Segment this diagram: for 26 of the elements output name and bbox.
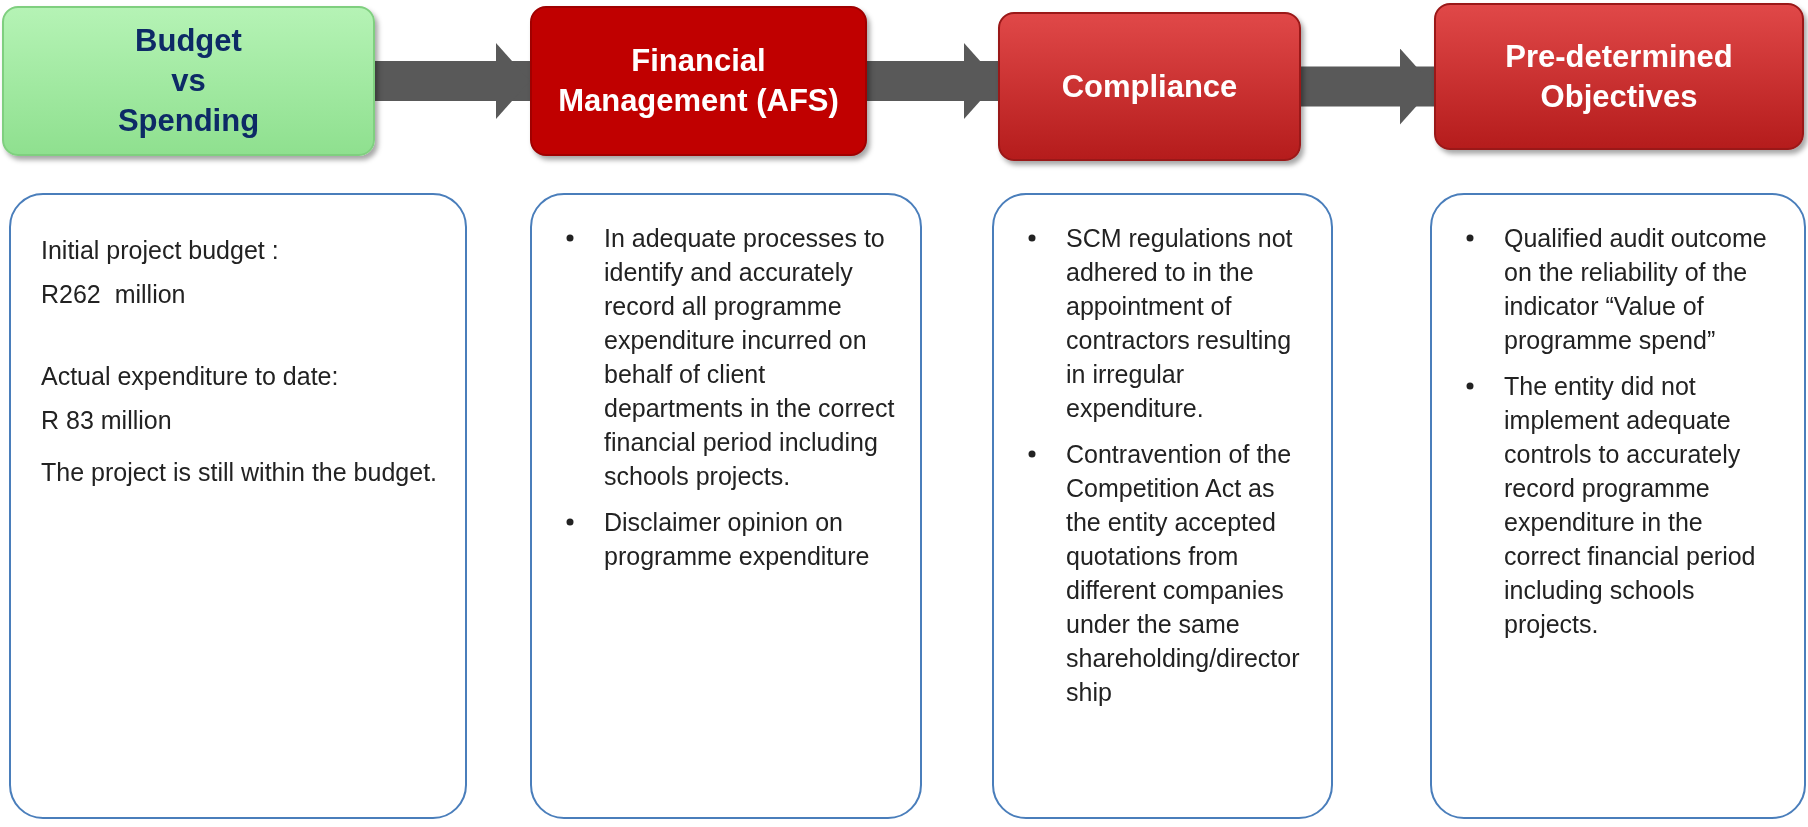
detail-card	[992, 193, 1333, 819]
bullet-item: SCM regulations not adhered to in the appointment of contractors resulting in irregular expenditure.	[1066, 224, 1293, 422]
detail-card	[9, 193, 467, 819]
card-text: The project is still within the budget.	[41, 457, 439, 488]
header-title: Pre-determined Objectives	[1504, 37, 1734, 116]
bullet-item: In adequate processes to identify and accurately record all programme expenditure incurred on behalf of client departments in the correct financial period including schools projects.	[604, 224, 895, 490]
detail-card	[1430, 193, 1806, 819]
header-title: Financial Management (AFS)	[557, 42, 840, 120]
bullet-item: Qualified audit outcome on the reliability of the indicator “Value of programme spend”	[1504, 224, 1767, 354]
bullet-item: Disclaimer opinion on programme expenditure	[604, 508, 870, 570]
header-title: Compliance	[1061, 67, 1238, 106]
stage-header-box	[1434, 3, 1804, 150]
card-text: R262 million	[41, 279, 187, 310]
block-arrow	[1301, 48, 1434, 125]
stage-header-box	[530, 6, 867, 156]
card-text: R 83 million	[41, 405, 173, 436]
block-arrow	[375, 43, 530, 119]
bullet-item: The entity did not implement adequate controls to accurately record programme expenditure in the correct financial period including schools projects.	[1504, 372, 1756, 638]
stage-header-box	[2, 6, 375, 156]
card-text: Initial project budget :	[41, 235, 280, 266]
bullet-item: Contravention of the Competition Act as the entity accepted quotations from different companies under the same shareholding/directorship	[1066, 440, 1300, 706]
header-title: Budget vs Spending	[116, 22, 261, 140]
card-text: Actual expenditure to date:	[41, 361, 340, 392]
detail-card	[530, 193, 922, 819]
block-arrow	[867, 43, 998, 119]
stage-header-box	[998, 12, 1301, 161]
